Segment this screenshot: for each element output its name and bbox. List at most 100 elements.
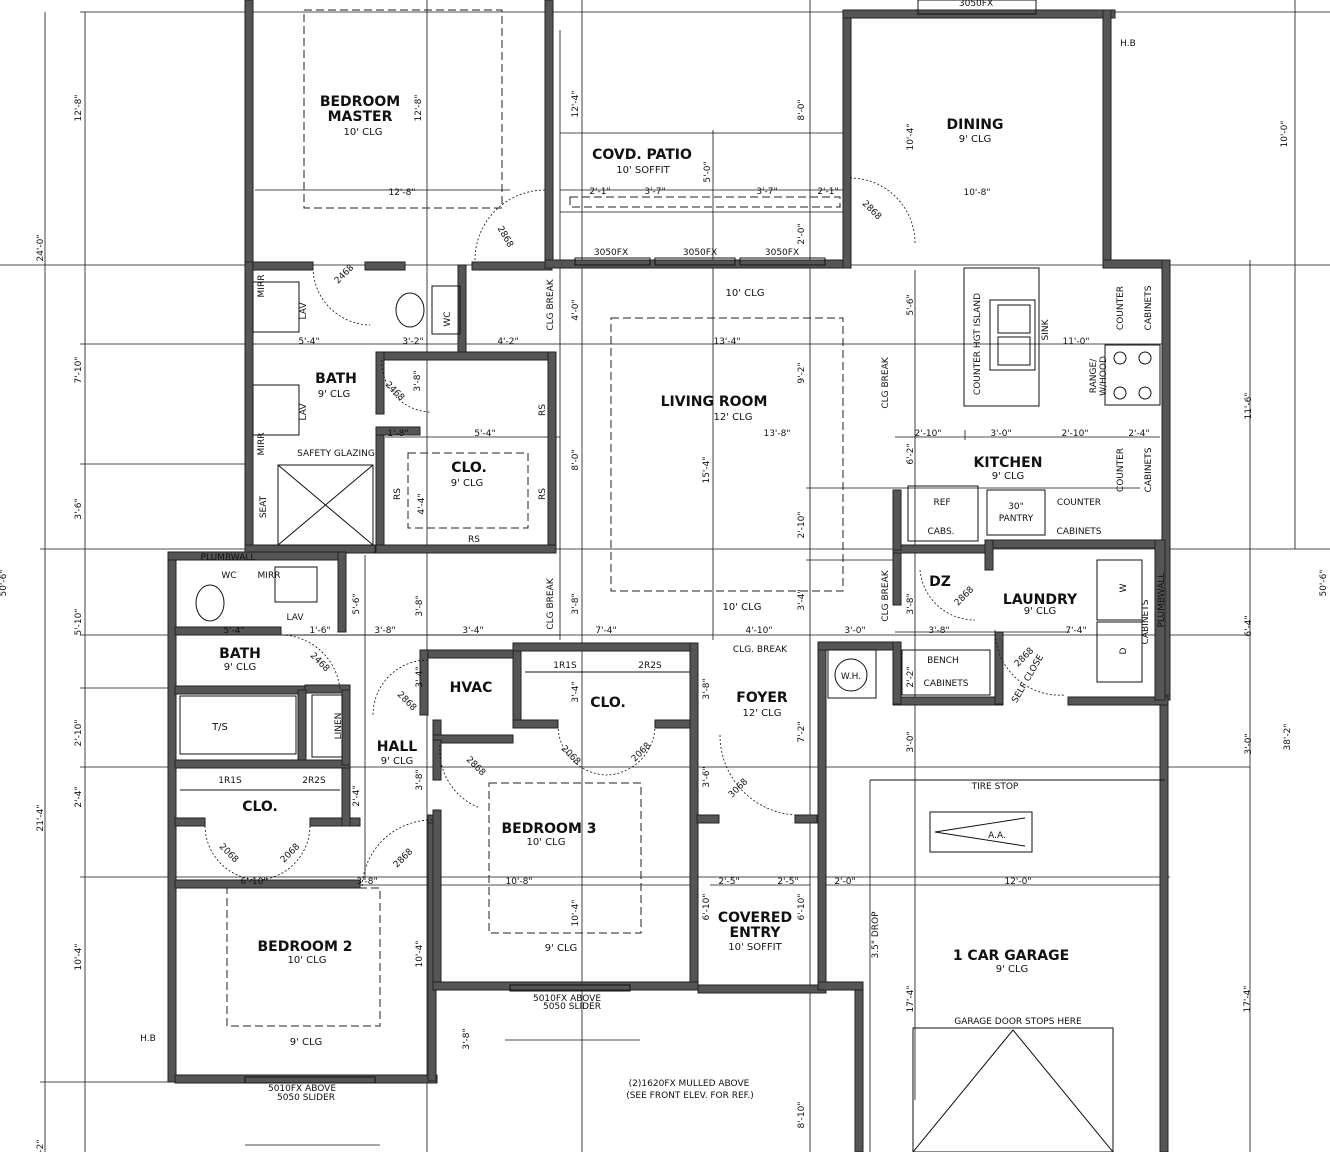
dimension-label: 50'-6" [1319, 569, 1329, 596]
dimension-label: 2'-5" [718, 877, 739, 887]
dimension-label: 3'-6" [702, 766, 712, 787]
washer-label: W [1119, 583, 1129, 592]
dimension-label: 6'-10" [797, 893, 807, 920]
window-label: 5010FX ABOVE [533, 994, 601, 1004]
dimension-label: 3'-2" [402, 337, 423, 347]
ceiling-note: 10' CLG [726, 288, 765, 299]
dimension-labels: 12'-8" 12'-8" 2'-1" 3'-7" 3'-7" 2'-1" 12… [0, 90, 1329, 1152]
dimension-label: 50'-6" [0, 569, 9, 596]
dimension-label: 12'-8" [414, 94, 424, 121]
window-label: 5010FX ABOVE [268, 1084, 336, 1094]
dimension-label: 3'-8" [415, 769, 425, 790]
ceiling-note: 9' CLG [224, 662, 257, 673]
walls [167, 0, 1171, 1152]
dimension-label: 13'-4" [713, 337, 740, 347]
ceiling-note: 9' CLG [959, 134, 992, 145]
ceiling-break-label: CLG. BREAK [733, 645, 788, 655]
dimension-label: 8'-0" [797, 99, 807, 120]
room-name: BATH [219, 646, 261, 662]
room-name: DZ [929, 574, 951, 590]
door-size-label: 2068 [279, 842, 302, 865]
lav-label: LAV [287, 613, 305, 623]
dimension-label: 7'-4" [595, 626, 616, 636]
dimension-label: 6'-2" [906, 443, 916, 464]
dimension-label: 5'-4" [223, 626, 244, 636]
dimension-label: 2'-4" [1128, 429, 1149, 439]
room-name: BATH [315, 371, 357, 387]
dimension-label: 5'-4" [474, 429, 495, 439]
room-name: KITCHEN [974, 455, 1043, 471]
room-name: COVD. PATIO [592, 147, 692, 163]
cabinets-label: CABINETS [924, 679, 969, 689]
rod-shelf-label: RS [538, 488, 548, 500]
dimension-label: 2'-1" [589, 187, 610, 197]
window-label: 5050 SLIDER [277, 1093, 335, 1103]
door-size-label: 2868 [953, 585, 976, 608]
island-label: COUNTER HGT ISLAND [973, 293, 983, 395]
dimension-label: 3'-8" [571, 593, 581, 614]
dimension-label: 13'-8" [763, 429, 790, 439]
room-name: ENTRY [730, 925, 782, 941]
dimension-label: 2'-5" [777, 877, 798, 887]
dimension-label: 21'-4" [36, 804, 46, 831]
dimension-label: 5'-10" [74, 608, 84, 635]
window-label: 3050FX [959, 0, 993, 9]
ceiling-note: 9' CLG [545, 943, 578, 954]
room-name: 1 CAR GARAGE [953, 948, 1069, 964]
dimension-label: 2'-2" [906, 666, 916, 687]
hose-bib-label: H.B [1120, 39, 1136, 49]
shelf-label: 2R2S [302, 776, 326, 786]
sink-label: SINK [1041, 318, 1051, 340]
lav-label: LAV [299, 302, 309, 320]
ceiling-note: 9' CLG [992, 471, 1025, 482]
seat-label: SEAT [259, 495, 269, 518]
door-size-label: 2868 [392, 847, 415, 870]
dimension-label: 5'-6" [352, 593, 362, 614]
ceiling-note: 12' CLG [743, 708, 782, 719]
ceiling-note: 9' CLG [318, 389, 351, 400]
dimension-label: 3'-8" [906, 593, 916, 614]
dimension-label: 3'-8" [415, 595, 425, 616]
door-size-label: 2468 [383, 380, 406, 403]
dimension-label: 5'-6" [906, 294, 916, 315]
dimension-label: 11'-6" [1244, 392, 1254, 419]
counter-label: COUNTER [1116, 448, 1126, 492]
ceiling-note: 10' CLG [723, 602, 762, 613]
linen-label: LINEN [334, 713, 344, 740]
dimension-label: 2'-10" [797, 511, 807, 538]
ceiling-note: 10' SOFFIT [616, 165, 670, 176]
dimension-label: 10'-8" [963, 188, 990, 198]
dimension-label: 17'-4" [906, 985, 916, 1012]
safety-glazing-label: SAFETY GLAZING [297, 449, 375, 459]
room-name: CLO. [242, 799, 278, 815]
dimension-label: 2'-4" [74, 786, 84, 807]
cabs-label: CABS. [927, 527, 954, 537]
dimension-label: 3'-0" [1244, 733, 1254, 754]
dimension-label: 3'-8" [413, 370, 423, 391]
dimension-label: 4'-2" [497, 337, 518, 347]
room-name: DINING [947, 117, 1004, 133]
dimension-label: 4'-0" [571, 299, 581, 320]
dimension-label: 7'-10" [74, 356, 84, 383]
window-label: 3050FX [765, 248, 799, 258]
window-label: 3050FX [683, 248, 717, 258]
mirror-label: MIRR [257, 433, 267, 456]
ref-label: REF [933, 498, 950, 508]
dimension-label: 3'-8" [928, 626, 949, 636]
dimension-label: 10'-4" [415, 940, 425, 967]
rod-shelf-label: RS [468, 535, 480, 545]
room-name: LIVING ROOM [661, 394, 768, 410]
dimension-label: 10'-4" [571, 899, 581, 926]
water-heater-label: W.H. [841, 672, 861, 682]
dimension-label: 8'-0" [571, 449, 581, 470]
dimension-label: 1'-8" [387, 429, 408, 439]
shelf-label: 1R1S [218, 776, 242, 786]
dimension-label: 6'-10" [240, 877, 267, 887]
dimension-label: 3'-6" [74, 498, 84, 519]
dimension-label: 3'-4" [462, 626, 483, 636]
door-size-label: 2468 [333, 263, 356, 286]
dimension-label: 2'-0" [834, 877, 855, 887]
door-size-label: 3068 [727, 777, 750, 800]
dimension-label: 12'-0" [1004, 877, 1031, 887]
cabinets-label: CABINETS [1144, 447, 1154, 492]
